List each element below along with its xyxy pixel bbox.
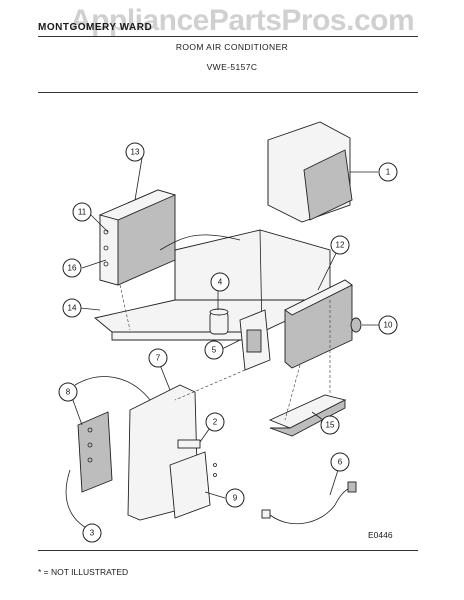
- callout-label-4: 4: [218, 278, 223, 287]
- power-cord: [261, 481, 357, 524]
- callout-label-12: 12: [336, 241, 345, 250]
- callout-label-16: 16: [68, 264, 77, 273]
- switch: [177, 439, 217, 477]
- callout-label-8: 8: [66, 388, 71, 397]
- drawing-code: E0446: [368, 530, 393, 540]
- callout-4: 4: [210, 272, 230, 292]
- callout-5: 5: [204, 340, 224, 360]
- callout-2: 2: [205, 412, 225, 432]
- callout-11: 11: [72, 202, 92, 222]
- callout-12: 12: [330, 235, 350, 255]
- callout-label-2: 2: [213, 418, 218, 427]
- header-rule: [38, 36, 418, 37]
- thermostat: [350, 317, 362, 333]
- callout-1: 1: [378, 162, 398, 182]
- callout-13: 13: [125, 142, 145, 162]
- callout-label-10: 10: [384, 321, 393, 330]
- callout-label-3: 3: [90, 529, 95, 538]
- control-box: [239, 309, 271, 371]
- page-title: ROOM AIR CONDITIONER: [175, 42, 289, 52]
- callout-label-14: 14: [68, 304, 77, 313]
- model-number: VWE-5157C: [206, 62, 258, 72]
- control-panel: [65, 376, 211, 531]
- brand-name: MONTGOMERY WARD: [38, 22, 153, 33]
- callout-15: 15: [320, 415, 340, 435]
- callout-label-1: 1: [386, 168, 391, 177]
- callout-10: 10: [378, 315, 398, 335]
- callout-8: 8: [58, 382, 78, 402]
- footer-rule: [38, 550, 418, 551]
- capacitor: [209, 308, 229, 335]
- footnote: * = NOT ILLUSTRATED: [38, 567, 129, 577]
- callout-6: 6: [330, 452, 350, 472]
- callout-label-9: 9: [233, 494, 238, 503]
- callout-label-13: 13: [131, 148, 140, 157]
- condenser-coil: [284, 279, 353, 369]
- front-grille: [159, 121, 353, 251]
- callout-3: 3: [82, 523, 102, 543]
- callout-label-6: 6: [338, 458, 343, 467]
- callout-14: 14: [62, 298, 82, 318]
- callout-7: 7: [148, 348, 168, 368]
- section-rule: [38, 92, 418, 93]
- callout-label-11: 11: [78, 208, 87, 217]
- callout-label-5: 5: [212, 346, 217, 355]
- evaporator-coil: [98, 189, 177, 286]
- callout-9: 9: [225, 488, 245, 508]
- drain-tray: [268, 394, 347, 437]
- watermark: AppliancePartsPros.com: [70, 4, 415, 37]
- callout-16: 16: [62, 258, 82, 278]
- callout-label-7: 7: [156, 354, 161, 363]
- callout-label-15: 15: [326, 421, 335, 430]
